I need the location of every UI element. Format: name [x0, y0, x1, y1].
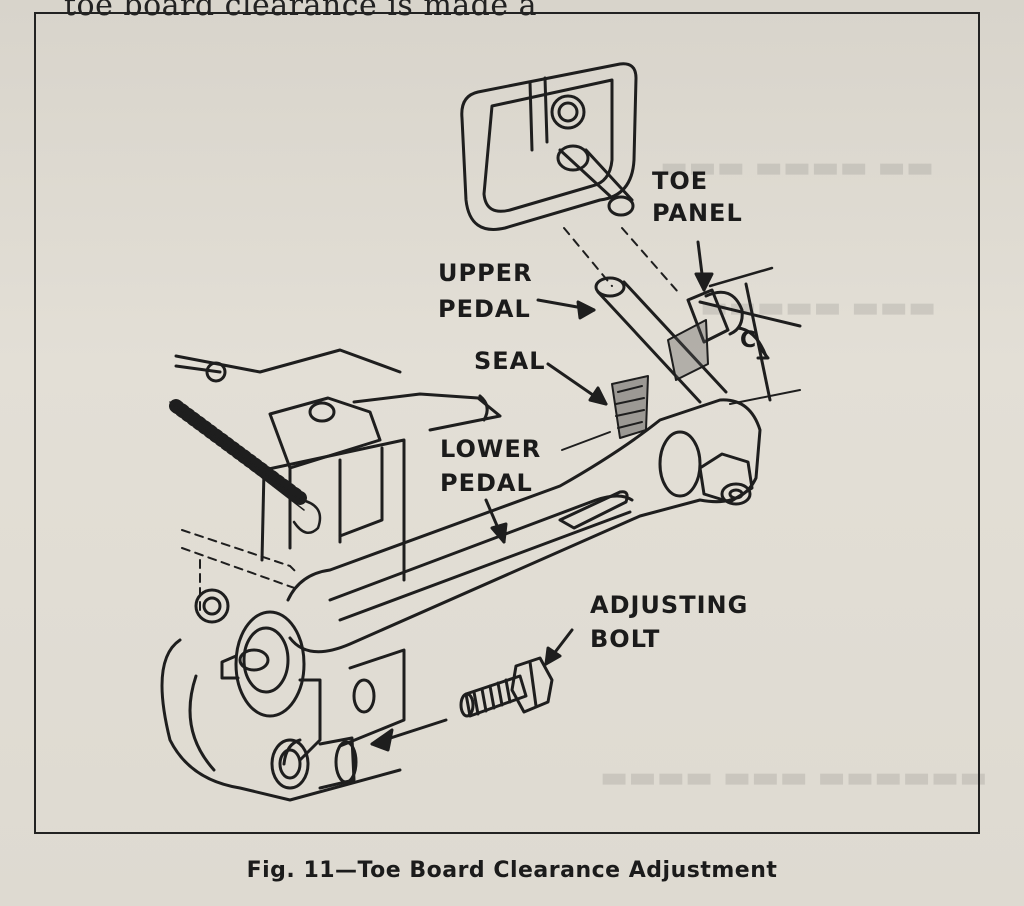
toe-panel-bracket: [460, 62, 638, 231]
upper-pedal-rod: [594, 276, 744, 404]
lower-pedal-label-line1: LOWER: [440, 435, 542, 463]
return-spring: [169, 399, 322, 535]
lower-linkage: [270, 736, 358, 790]
adjusting-bolt-label-line2: BOLT: [590, 625, 661, 653]
clearance-c-label: C: [740, 328, 758, 353]
seal-label: SEAL: [474, 347, 546, 375]
toe-panel-label-line2: PANEL: [652, 199, 743, 227]
adjusting-bolt: [459, 656, 554, 718]
upper-pedal-label-line1: UPPER: [438, 259, 533, 287]
seal: [611, 319, 709, 439]
toe-panel-label-line1: TOE: [652, 167, 709, 195]
lower-pedal-arm: [286, 398, 762, 654]
top-text-line: toe board clearance is made a: [64, 0, 538, 23]
figure-caption: Fig. 11—Toe Board Clearance Adjustment: [246, 858, 778, 883]
bleed-through-text: ▬▬▬▬ ▬▬▬ ▬▬▬▬▬▬: [600, 760, 988, 795]
leader-arrows: [484, 240, 714, 666]
pedal-bracket: [174, 348, 502, 582]
upper-pedal-label-line2: PEDAL: [438, 295, 531, 323]
figure-frame: [34, 12, 980, 834]
pivot-housing: [160, 588, 406, 802]
adjusting-bolt-label-line1: ADJUSTING: [590, 591, 749, 619]
lower-pedal-label-line2: PEDAL: [440, 469, 533, 497]
bleed-through-text: ▬▬▬ ▬▬▬▬ ▬▬: [660, 150, 935, 185]
